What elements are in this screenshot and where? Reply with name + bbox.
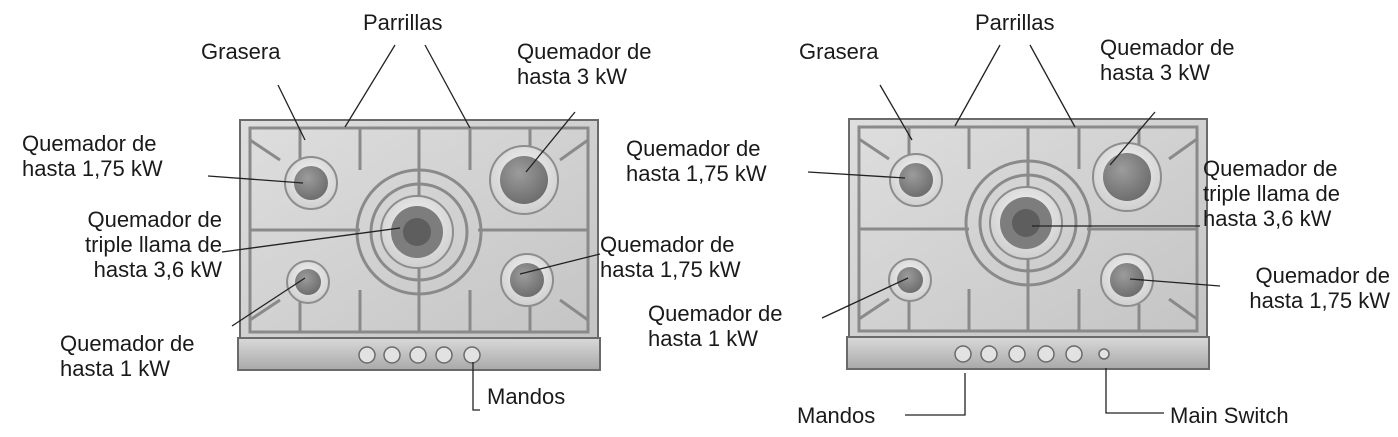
- main-switch: [1098, 348, 1110, 360]
- burner-front-right: [500, 253, 554, 307]
- label-burner-back-right: Quemador de hasta 3 kW: [517, 39, 652, 89]
- leader-lines: [807, 44, 1221, 416]
- cooktop-front-panel: [846, 336, 1210, 370]
- cooktop-left: [207, 44, 601, 411]
- control-knobs: [954, 345, 1083, 363]
- label-burner-center: Quemador de triple llama de hasta 3,6 kW: [1203, 156, 1340, 231]
- label-burner-back-left: Quemador de hasta 1,75 kW: [626, 136, 767, 186]
- label-burner-front-right: Quemador de hasta 1,75 kW: [600, 232, 741, 282]
- label-parrillas: Parrillas: [363, 10, 443, 35]
- label-burner-front-left: Quemador de hasta 1 kW: [648, 301, 783, 351]
- label-burner-front-left: Quemador de hasta 1 kW: [60, 331, 195, 381]
- label-mandos: Mandos: [797, 403, 876, 428]
- label-main-switch: Main Switch: [1170, 403, 1289, 428]
- burner-center: [989, 186, 1063, 260]
- cooktop-right: [807, 44, 1221, 416]
- burner-front-right: [1100, 253, 1154, 307]
- burner-back-right: [489, 145, 559, 215]
- label-burner-front-right: Quemador de hasta 1,75 kW: [1249, 263, 1390, 313]
- label-parrillas: Parrillas: [975, 10, 1055, 35]
- burner-front-left: [286, 260, 330, 304]
- label-mandos: Mandos: [487, 384, 566, 409]
- leader-lines: [207, 44, 601, 411]
- burner-center: [380, 195, 454, 269]
- burner-front-left: [888, 258, 932, 302]
- label-burner-center: Quemador de triple llama de hasta 3,6 kW: [85, 207, 222, 282]
- label-grasera: Grasera: [201, 39, 281, 64]
- label-burner-back-left: Quemador de hasta 1,75 kW: [22, 131, 163, 181]
- label-grasera: Grasera: [799, 39, 879, 64]
- grates: [857, 125, 1199, 333]
- burner-back-left: [889, 153, 943, 207]
- label-burner-back-right: Quemador de hasta 3 kW: [1100, 35, 1235, 85]
- control-knobs: [358, 346, 481, 364]
- burner-back-left: [284, 156, 338, 210]
- burner-back-right: [1092, 142, 1162, 212]
